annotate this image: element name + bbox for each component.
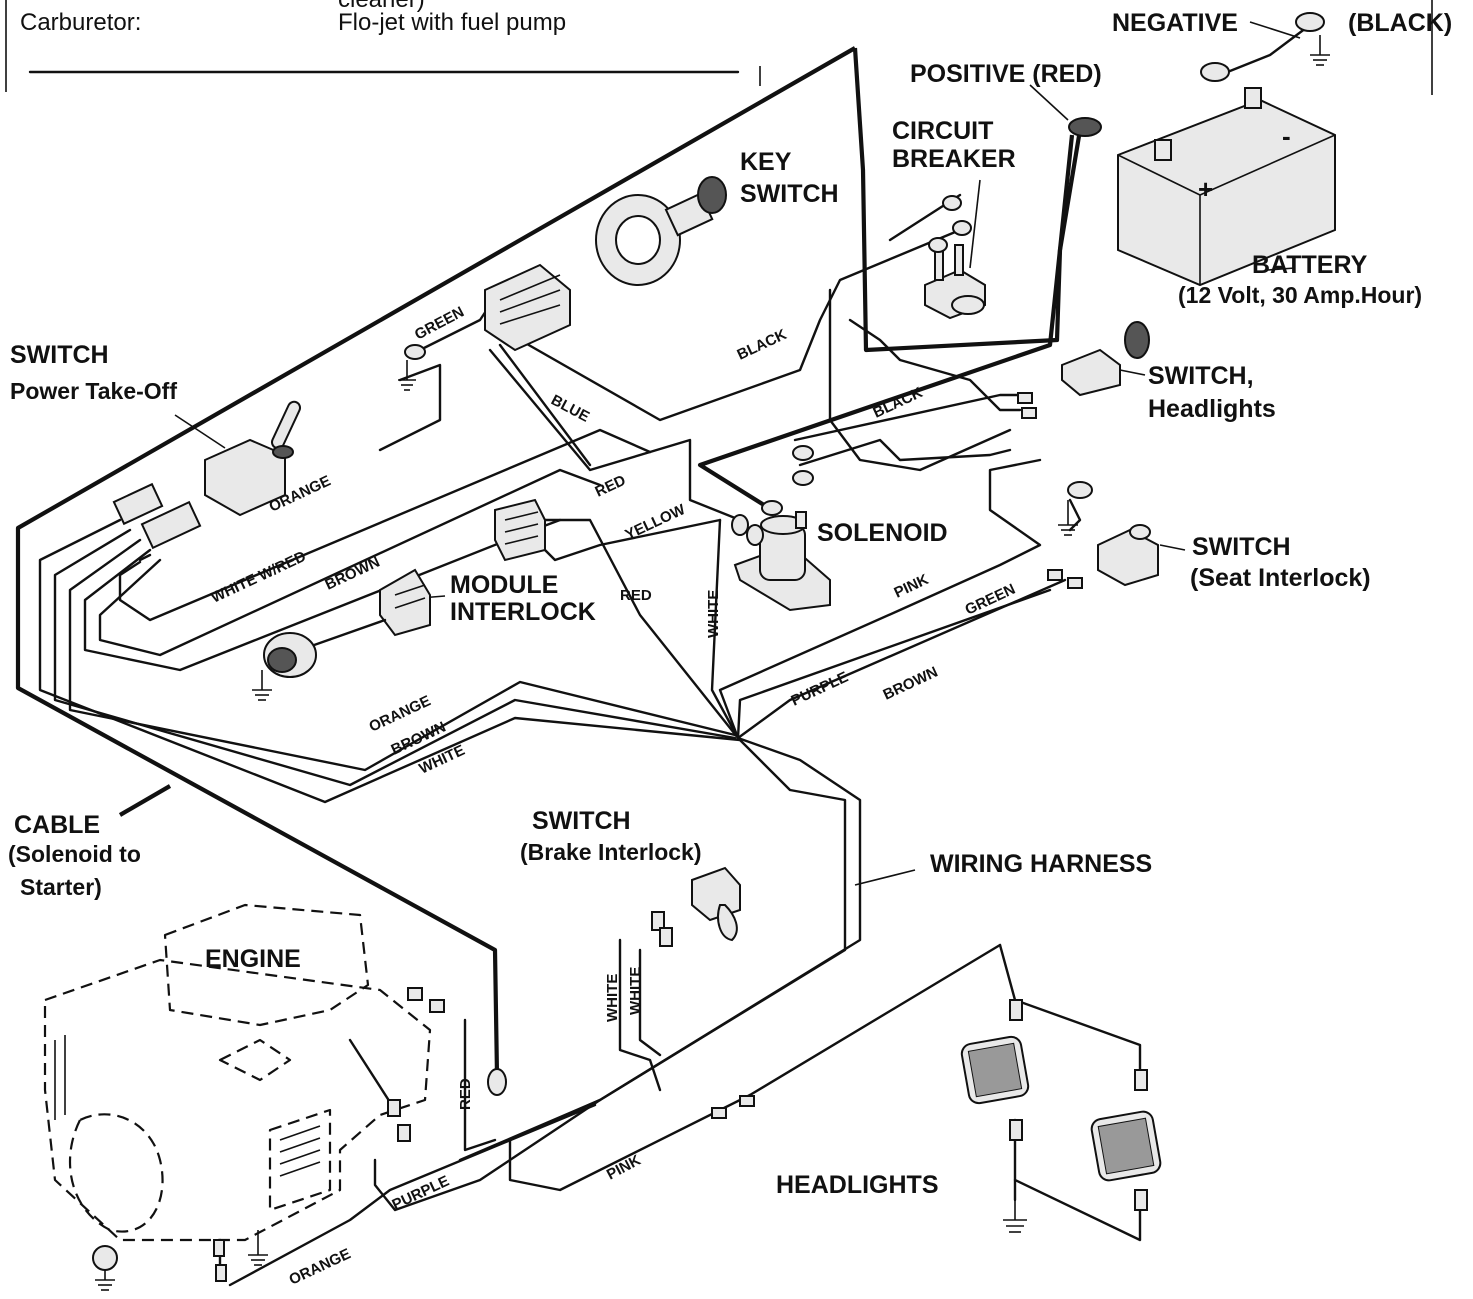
brake-switch [651,866,741,947]
carburetor-label: Carburetor: [20,9,141,36]
wire-label-brown: BROWN [881,664,941,704]
wire-label-red: RED [620,587,652,604]
positive-terminal-boot [1068,117,1102,137]
pto-switch-label-2: Power Take-Off [10,378,177,404]
ground-icon [1310,35,1330,66]
headlights-switch-label-2: Headlights [1148,395,1276,423]
wire-label-orange: ORANGE [287,1245,354,1288]
cable-label-2: (Solenoid to [8,841,141,867]
ground-ring-terminal [1295,12,1325,32]
ground-lug [404,344,426,360]
circuit-breaker-label-2: BREAKER [892,145,1016,173]
solenoid-label: SOLENOID [817,519,948,547]
headlight-left [960,1035,1030,1105]
negative-ring-terminal [1200,62,1230,82]
module-interlock [263,568,431,678]
ground-icon [248,1230,268,1266]
headlights-switch [1017,321,1150,419]
cable-label-3: Starter) [20,874,102,900]
headlight-right [1090,1110,1162,1182]
negative-label: NEGATIVE [1112,9,1238,37]
harness-lower [218,938,1142,1287]
pto-switch [204,400,302,517]
battery: - + [1117,87,1336,287]
wire-label-pink: PINK [604,1152,644,1184]
headlights-label: HEADLIGHTS [776,1171,939,1199]
wire-label-black: BLACK [735,326,790,364]
ring-terminal [792,470,814,486]
carburetor-value: Flo-jet with fuel pump [338,9,566,36]
circuit-breaker-label-1: CIRCUIT [892,117,993,145]
positive-label: POSITIVE (RED) [910,60,1102,88]
ground-icon [398,360,416,391]
header-cut-text: cleaner) [338,0,425,13]
ring-terminal [792,445,814,461]
module-connector [494,498,546,562]
battery-plus-sign: + [1198,174,1213,204]
wire-label-white-red: WHITE W/RED [209,548,309,607]
pto-switch-label-1: SWITCH [10,341,109,369]
key-switch-label-1: KEY [740,148,792,176]
black-label: (BLACK) [1348,9,1452,37]
engine [43,903,507,1282]
pointer-lines [118,21,1301,886]
pto-connectors [112,482,202,550]
wire-label-green: GREEN [412,303,467,343]
battery-positive-terminal [1154,139,1172,161]
brake-switch-label-1: SWITCH [532,807,631,835]
wire-label-red: RED [593,472,629,501]
seat-switch [1047,481,1159,589]
solenoid-starter-cable [15,46,1083,1076]
wire-label-brown: BROWN [323,554,383,594]
headlight-connectors [711,999,1148,1211]
battery-spec-label: (12 Volt, 30 Amp.Hour) [1178,282,1422,308]
wire-label-pink: PINK [892,571,932,602]
wiring-harness-label: WIRING HARNESS [930,850,1152,878]
seat-switch-label-2: (Seat Interlock) [1190,564,1371,592]
wire-label-white: WHITE [705,590,722,638]
header-block: cleaner) Carburetor: Flo-jet with fuel p… [5,0,1433,95]
key-switch-label-2: SWITCH [740,180,839,208]
ground-icon [252,670,272,701]
solenoid-positive-cable [697,134,1075,512]
cable-label-1: CABLE [14,811,100,839]
battery-minus-sign: - [1282,121,1291,151]
wire-label-black: BLACK [871,384,926,422]
key-connector [484,263,571,352]
wire-label-yellow: YELLOW [623,501,689,544]
ground-icon [1058,500,1078,536]
brake-switch-label-2: (Brake Interlock) [520,839,702,865]
wire-label-white: WHITE [627,967,644,1015]
module-interlock-label-2: INTERLOCK [450,598,596,626]
circuit-breaker [924,195,986,320]
wire-label-white: WHITE [604,974,621,1022]
ground-icon [95,1270,115,1291]
ground-icon [1003,1200,1027,1233]
wire-label-purple: PURPLE [789,669,851,710]
battery-negative-terminal [1244,87,1262,109]
engine-label: ENGINE [205,945,301,973]
solenoid [731,500,831,612]
seat-switch-label-1: SWITCH [1192,533,1291,561]
wires-key-area [378,193,1022,552]
wire-label-red: RED [457,1078,474,1110]
key-switch [595,176,727,286]
negative-cable [1218,23,1312,77]
battery-label: BATTERY [1252,251,1368,279]
headlights-switch-label-1: SWITCH, [1148,362,1254,390]
wire-label-blue: BLUE [548,392,592,426]
module-interlock-label-1: MODULE [450,571,558,599]
